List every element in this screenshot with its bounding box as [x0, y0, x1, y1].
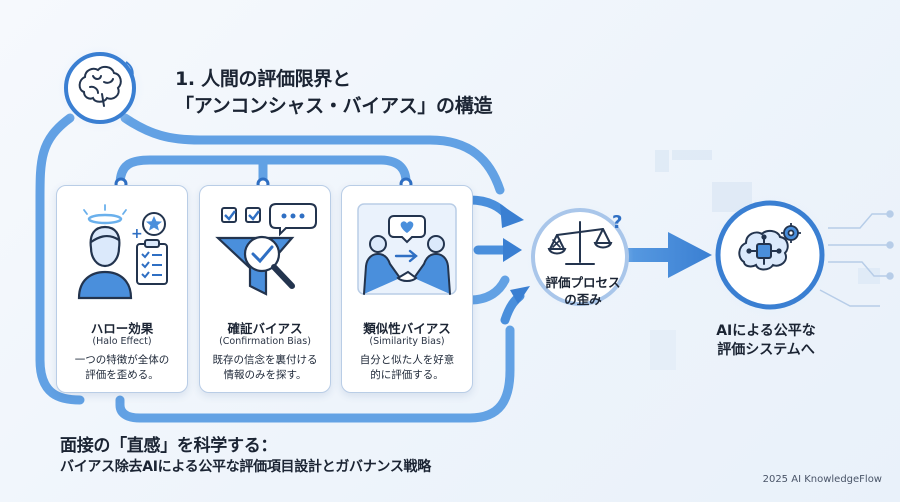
section-title: 1. 人間の評価限界と 「アンコンシャス・バイアス」の構造 [175, 66, 492, 120]
checkbox-icon [221, 207, 261, 223]
halo-person-icon [77, 204, 133, 300]
card-similarity-desc-line1: 自分と似た人を好意 [359, 354, 455, 366]
flow-lines [35, 113, 515, 423]
card-halo-desc: 一つの特徴が全体の 評価を歪める。 [61, 353, 183, 383]
confirmation-card-illustration [215, 203, 317, 296]
card-halo-effect: + ハロー効果 (Halo Effect) 一つの特徴が全体の 評価を歪める。 [56, 185, 188, 393]
process-label: 評価プロセス の歪み [533, 274, 633, 308]
process-label-line2: の歪み [564, 292, 602, 307]
plus-icon: + [131, 226, 143, 242]
halo-card-illustration: + [77, 204, 168, 300]
arrow-to-ai [618, 232, 712, 278]
arrow-into-process [465, 195, 530, 325]
card-confirmation-bias: 確証バイアス (Confirmation Bias) 既存の信念を裏付ける 情報… [199, 185, 331, 393]
card-similarity-bias: 類似性バイアス (Similarity Bias) 自分と似た人を好意 的に評価… [341, 185, 473, 393]
card-halo-desc-line1: 一つの特徴が全体の [74, 354, 170, 366]
card-halo-sub: (Halo Effect) [92, 336, 152, 347]
card-halo-desc-line2: 評価を歪める。 [85, 369, 159, 381]
background-decoration [650, 150, 880, 370]
speech-bubble-icon [269, 203, 317, 237]
section-title-line1: 1. 人間の評価限界と [175, 68, 351, 90]
ai-node [708, 193, 832, 317]
card-similarity-desc: 自分と似た人を好意 的に評価する。 [346, 353, 468, 383]
checklist-icon [136, 239, 168, 285]
gear-icon [781, 223, 801, 243]
credit-text: 2025 AI KnowledgeFlow [762, 474, 882, 485]
section-title-line2: 「アンコンシャス・バイアス」の構造 [175, 95, 493, 117]
brain-node [56, 44, 144, 132]
card-confirmation-sub: (Confirmation Bias) [219, 336, 311, 347]
headline-sub: バイアス除去AIによる公平な評価項目設計とガバナンス戦略 [60, 459, 431, 475]
card-similarity-desc-line2: 的に評価する。 [370, 369, 444, 381]
circuit-lines [819, 210, 894, 307]
card-confirmation-name: 確証バイアス [227, 321, 303, 336]
balance-scale-icon [547, 221, 613, 265]
similarity-card-illustration [357, 203, 457, 295]
ai-target-line2: 評価システムへ [717, 342, 815, 358]
star-icon [142, 212, 166, 236]
ai-brain-icon [738, 229, 789, 271]
brain-icon [78, 65, 122, 107]
headline-main: 面接の「直感」を科学する： [60, 436, 278, 456]
funnel-magnifier-icon [215, 235, 295, 296]
card-confirmation-desc-line1: 既存の信念を裏付ける [212, 354, 318, 366]
card-confirmation-desc-line2: 情報のみを探す。 [223, 369, 307, 381]
ai-target-label: AIによる公平な 評価システムへ [706, 322, 826, 360]
ai-target-line1: AIによる公平な [716, 323, 816, 339]
process-node: ? [526, 203, 634, 311]
heart-icon [388, 215, 426, 244]
question-mark-icon: ? [612, 212, 622, 233]
card-halo-name: ハロー効果 [90, 321, 154, 336]
handshake-icon [363, 235, 451, 295]
process-label-line1: 評価プロセス [545, 275, 621, 290]
card-confirmation-desc: 既存の信念を裏付ける 情報のみを探す。 [204, 353, 326, 383]
card-similarity-sub: (Similarity Bias) [369, 336, 445, 347]
card-similarity-name: 類似性バイアス [363, 321, 451, 336]
